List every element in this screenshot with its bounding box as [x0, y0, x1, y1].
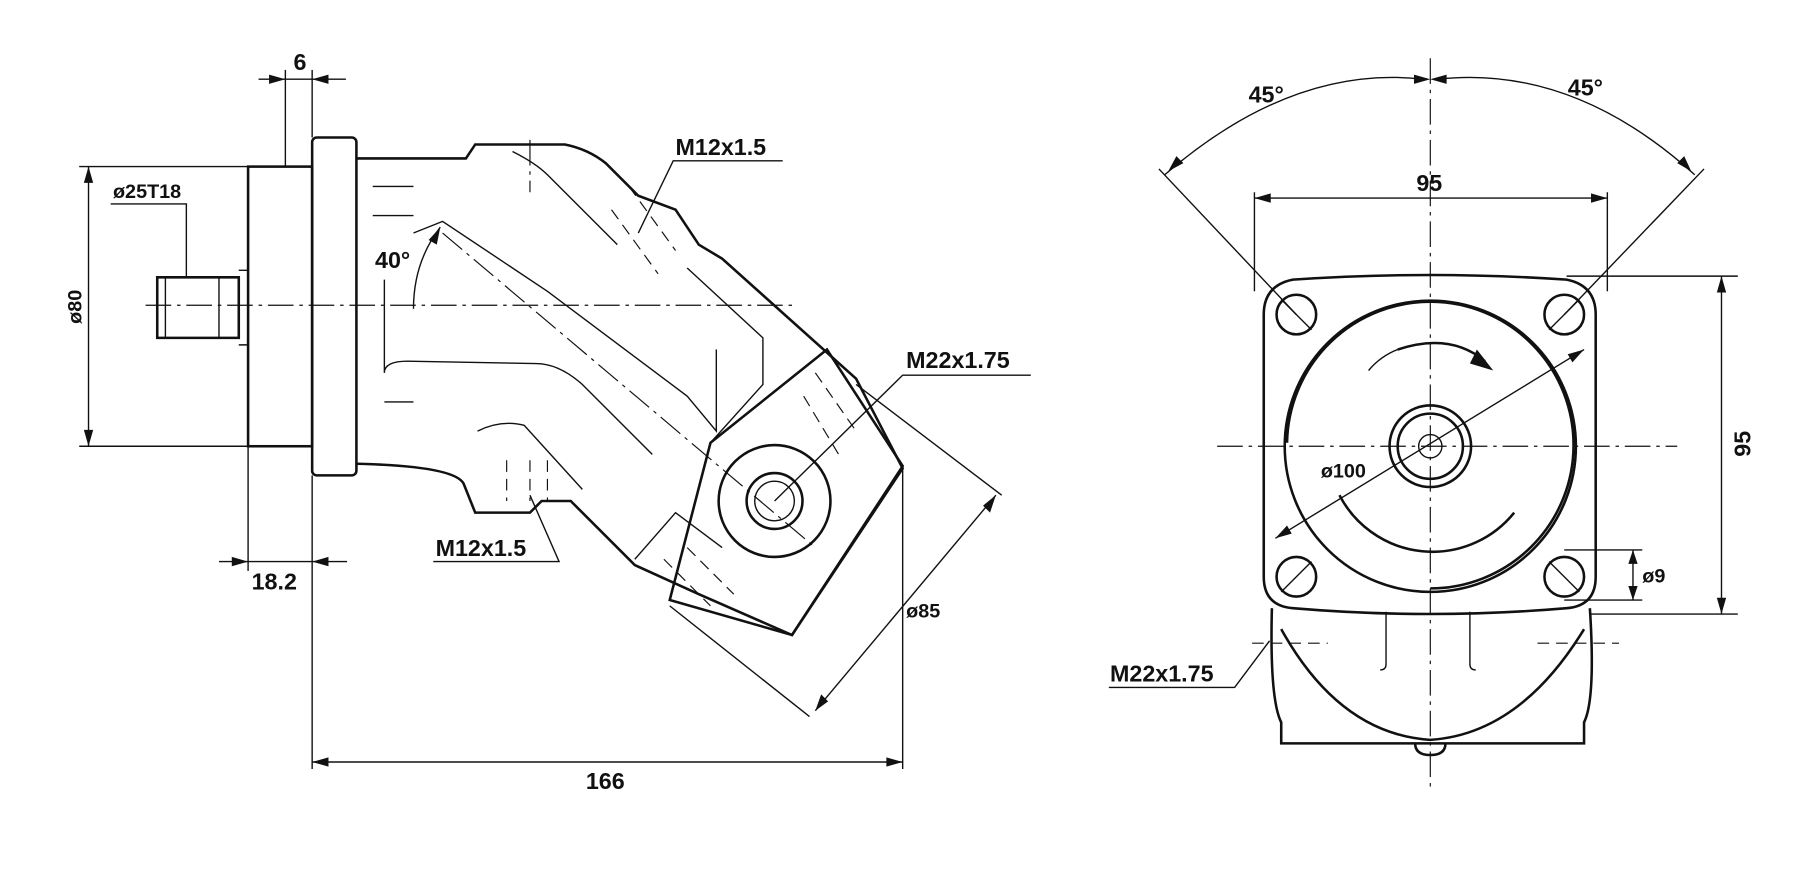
pilot-diameter-label: ø80 [65, 290, 87, 324]
flange-thickness-label: 6 [294, 49, 307, 75]
angle-left-label: 45° [1249, 82, 1284, 108]
main-port-boss [717, 443, 832, 559]
pilot [246, 165, 314, 448]
bolt-spacing-horizontal-label: 95 [1416, 170, 1442, 196]
bend-angle-label: 40° [375, 247, 410, 273]
drain-port-top-label: M12x1.5 [676, 134, 767, 160]
mounting-flange [310, 136, 358, 477]
bolt-hole-diameter-label: ø9 [1642, 566, 1665, 588]
front-main-port-label: M22x1.75 [1110, 661, 1214, 687]
angle-right-label: 45° [1568, 75, 1603, 101]
port-flange-diameter-label: ø85 [906, 601, 940, 623]
rotation-arrow-icon [1469, 349, 1494, 371]
shaft-offset-label: 18.2 [252, 569, 297, 595]
port-block [668, 347, 905, 637]
overall-length-label: 166 [586, 768, 625, 794]
port-housing [1270, 608, 1594, 745]
side-view: 6 ø80 ø25T18 18.2 40° M12x1.5 M22x1.75 M… [65, 49, 1031, 794]
shaft-spline-label: ø25T18 [113, 181, 181, 203]
main-port-label: M22x1.75 [906, 347, 1010, 373]
bolt-circle-diameter-label: ø100 [1321, 461, 1366, 483]
bolt-spacing-vertical-label: 95 [1730, 431, 1756, 457]
drain-port-bottom-label: M12x1.5 [436, 535, 527, 561]
front-flange [1262, 273, 1597, 616]
front-view: 45° 45° 95 95 ø9 ø100 M22x1.75 [1108, 58, 1756, 787]
shaft [155, 276, 241, 340]
